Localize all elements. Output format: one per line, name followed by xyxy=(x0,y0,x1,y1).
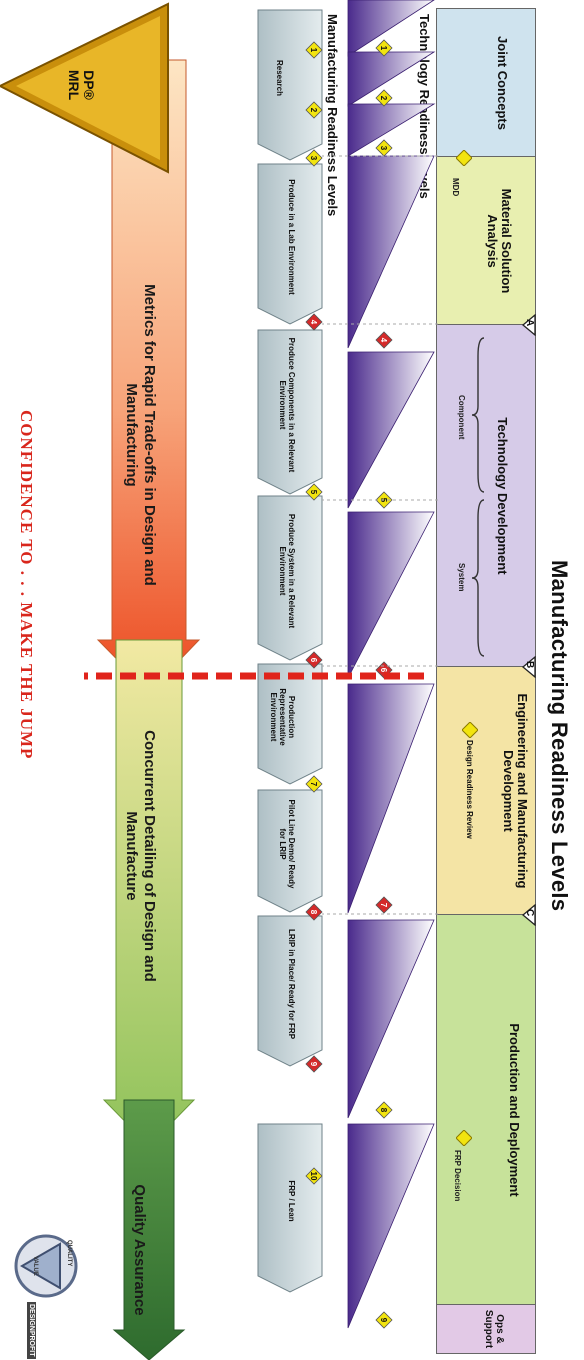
mrl-stage-arrow-5 xyxy=(257,663,323,785)
mrl-number-9: 9 xyxy=(309,1062,318,1067)
mrl-stage-label-5: Production Representative Environment xyxy=(269,688,296,746)
mrl-stage-label-4: Produce System in a Relevant Environment xyxy=(278,513,296,629)
mrl-diamond-8 xyxy=(305,903,323,921)
mrl-number-8: 8 xyxy=(309,910,318,915)
mrl-stage-label-7: LRIP in Place/ Ready for FRP xyxy=(287,928,296,1040)
trl-wedge-9 xyxy=(347,1123,435,1329)
mrl-number-6: 6 xyxy=(309,658,318,663)
mrl-stage-arrow-8 xyxy=(257,1123,323,1293)
trl-number-7: 7 xyxy=(379,903,388,908)
trl-wedge-6 xyxy=(347,511,435,679)
quality-big-arrow xyxy=(112,1099,186,1360)
trl-wedge-4 xyxy=(347,155,435,349)
phase-bar: Joint Concepts Material Solution Analysi… xyxy=(436,0,536,1360)
mrl-diamond-4 xyxy=(305,313,323,331)
trl-number-6: 6 xyxy=(379,668,388,673)
trl-number-9: 9 xyxy=(379,1318,388,1323)
design-review-diamond-icon xyxy=(462,722,478,738)
mrl-diamond-2 xyxy=(305,101,323,119)
trl-number-8: 8 xyxy=(379,1108,388,1113)
trl-diamond-8 xyxy=(375,1101,393,1119)
mrl-stage-arrow-3 xyxy=(257,329,323,495)
mrl-number-1: 1 xyxy=(309,48,318,53)
badge-line-1: DP® xyxy=(81,70,97,100)
mrl-diamond-10 xyxy=(305,1167,323,1185)
milestone-c-marker xyxy=(522,904,536,926)
trl-wedge-8 xyxy=(347,919,435,1119)
logo-quality: QUALITY xyxy=(66,1240,72,1267)
mrl-stage-label-8: FRP / Lean xyxy=(287,1180,296,1222)
trl-number-4: 4 xyxy=(379,338,388,343)
mrl-stage-label-6: Pilot Line Demo/ Ready for LRIP xyxy=(278,799,296,889)
component-brace-icon xyxy=(471,337,485,493)
mrl-diamond-1 xyxy=(305,41,323,59)
mrl-diamond-9 xyxy=(305,1055,323,1073)
trl-diamond-2 xyxy=(375,89,393,107)
trl-diamond-3 xyxy=(375,139,393,157)
mrl-number-10: 10 xyxy=(309,1172,318,1181)
trl-wedge-7 xyxy=(347,683,435,914)
trl-diamond-9 xyxy=(375,1311,393,1329)
trl-number-1: 1 xyxy=(379,46,388,51)
mrl-stage-label-3: Produce Components in a Relevant Environ… xyxy=(278,337,296,473)
trl-wedge-2 xyxy=(347,51,436,107)
mrl-stage-arrow-1 xyxy=(257,9,323,161)
concurrent-arrow-text: Concurrent Detailing of Design and Manuf… xyxy=(123,730,158,982)
mrl-diamond-3 xyxy=(305,149,323,167)
trl-diamond-7 xyxy=(375,896,393,914)
trl-wedge-5 xyxy=(347,351,435,509)
system-brace-icon xyxy=(471,499,485,657)
milestone-b-marker xyxy=(522,656,536,678)
milestone-a-marker xyxy=(522,314,536,336)
trl-diamond-1 xyxy=(375,39,393,57)
mrl-stage-arrow-6 xyxy=(257,789,323,913)
badge-line-2: MRL xyxy=(66,69,82,101)
mrl-stage-arrow-7 xyxy=(257,915,323,1067)
frp-decision-diamond-icon xyxy=(456,1130,472,1146)
trl-wedge-3 xyxy=(347,103,436,157)
mrl-stage-arrow-2 xyxy=(257,163,323,325)
mrl-number-2: 2 xyxy=(309,108,318,113)
trl-wedge-1 xyxy=(347,0,436,57)
metrics-arrow-text: Metrics for Rapid Trade-offs in Design a… xyxy=(123,284,158,586)
mrl-diamond-6 xyxy=(305,651,323,669)
trl-number-3: 3 xyxy=(379,146,388,151)
logo-value: VALUE xyxy=(32,1256,38,1276)
quality-arrow-text: Quality Assurance xyxy=(131,1184,148,1316)
mrl-number-3: 3 xyxy=(309,156,318,161)
tagline: CONFIDENCE TO . . . MAKE THE JUMP xyxy=(17,410,36,760)
designprofit-logo-icon xyxy=(14,1234,78,1298)
mrl-stage-arrow-4 xyxy=(257,495,323,661)
mrl-number-5: 5 xyxy=(309,490,318,495)
mrl-stage-label-1: Research xyxy=(275,59,284,97)
mrl-stage-label-2: Produce in a Lab Environment xyxy=(287,179,296,295)
dp-mrl-badge-icon xyxy=(0,2,169,174)
mrl-diamond-7 xyxy=(305,775,323,793)
logo-company: DESIGNPROFIT xyxy=(27,1302,36,1359)
trl-number-2: 2 xyxy=(379,96,388,101)
mrl-number-4: 4 xyxy=(309,320,318,325)
mdd-diamond-icon xyxy=(456,150,472,166)
trl-diamond-4 xyxy=(375,331,393,349)
mrl-number-7: 7 xyxy=(309,782,318,787)
mrl-diamond-5 xyxy=(305,483,323,501)
